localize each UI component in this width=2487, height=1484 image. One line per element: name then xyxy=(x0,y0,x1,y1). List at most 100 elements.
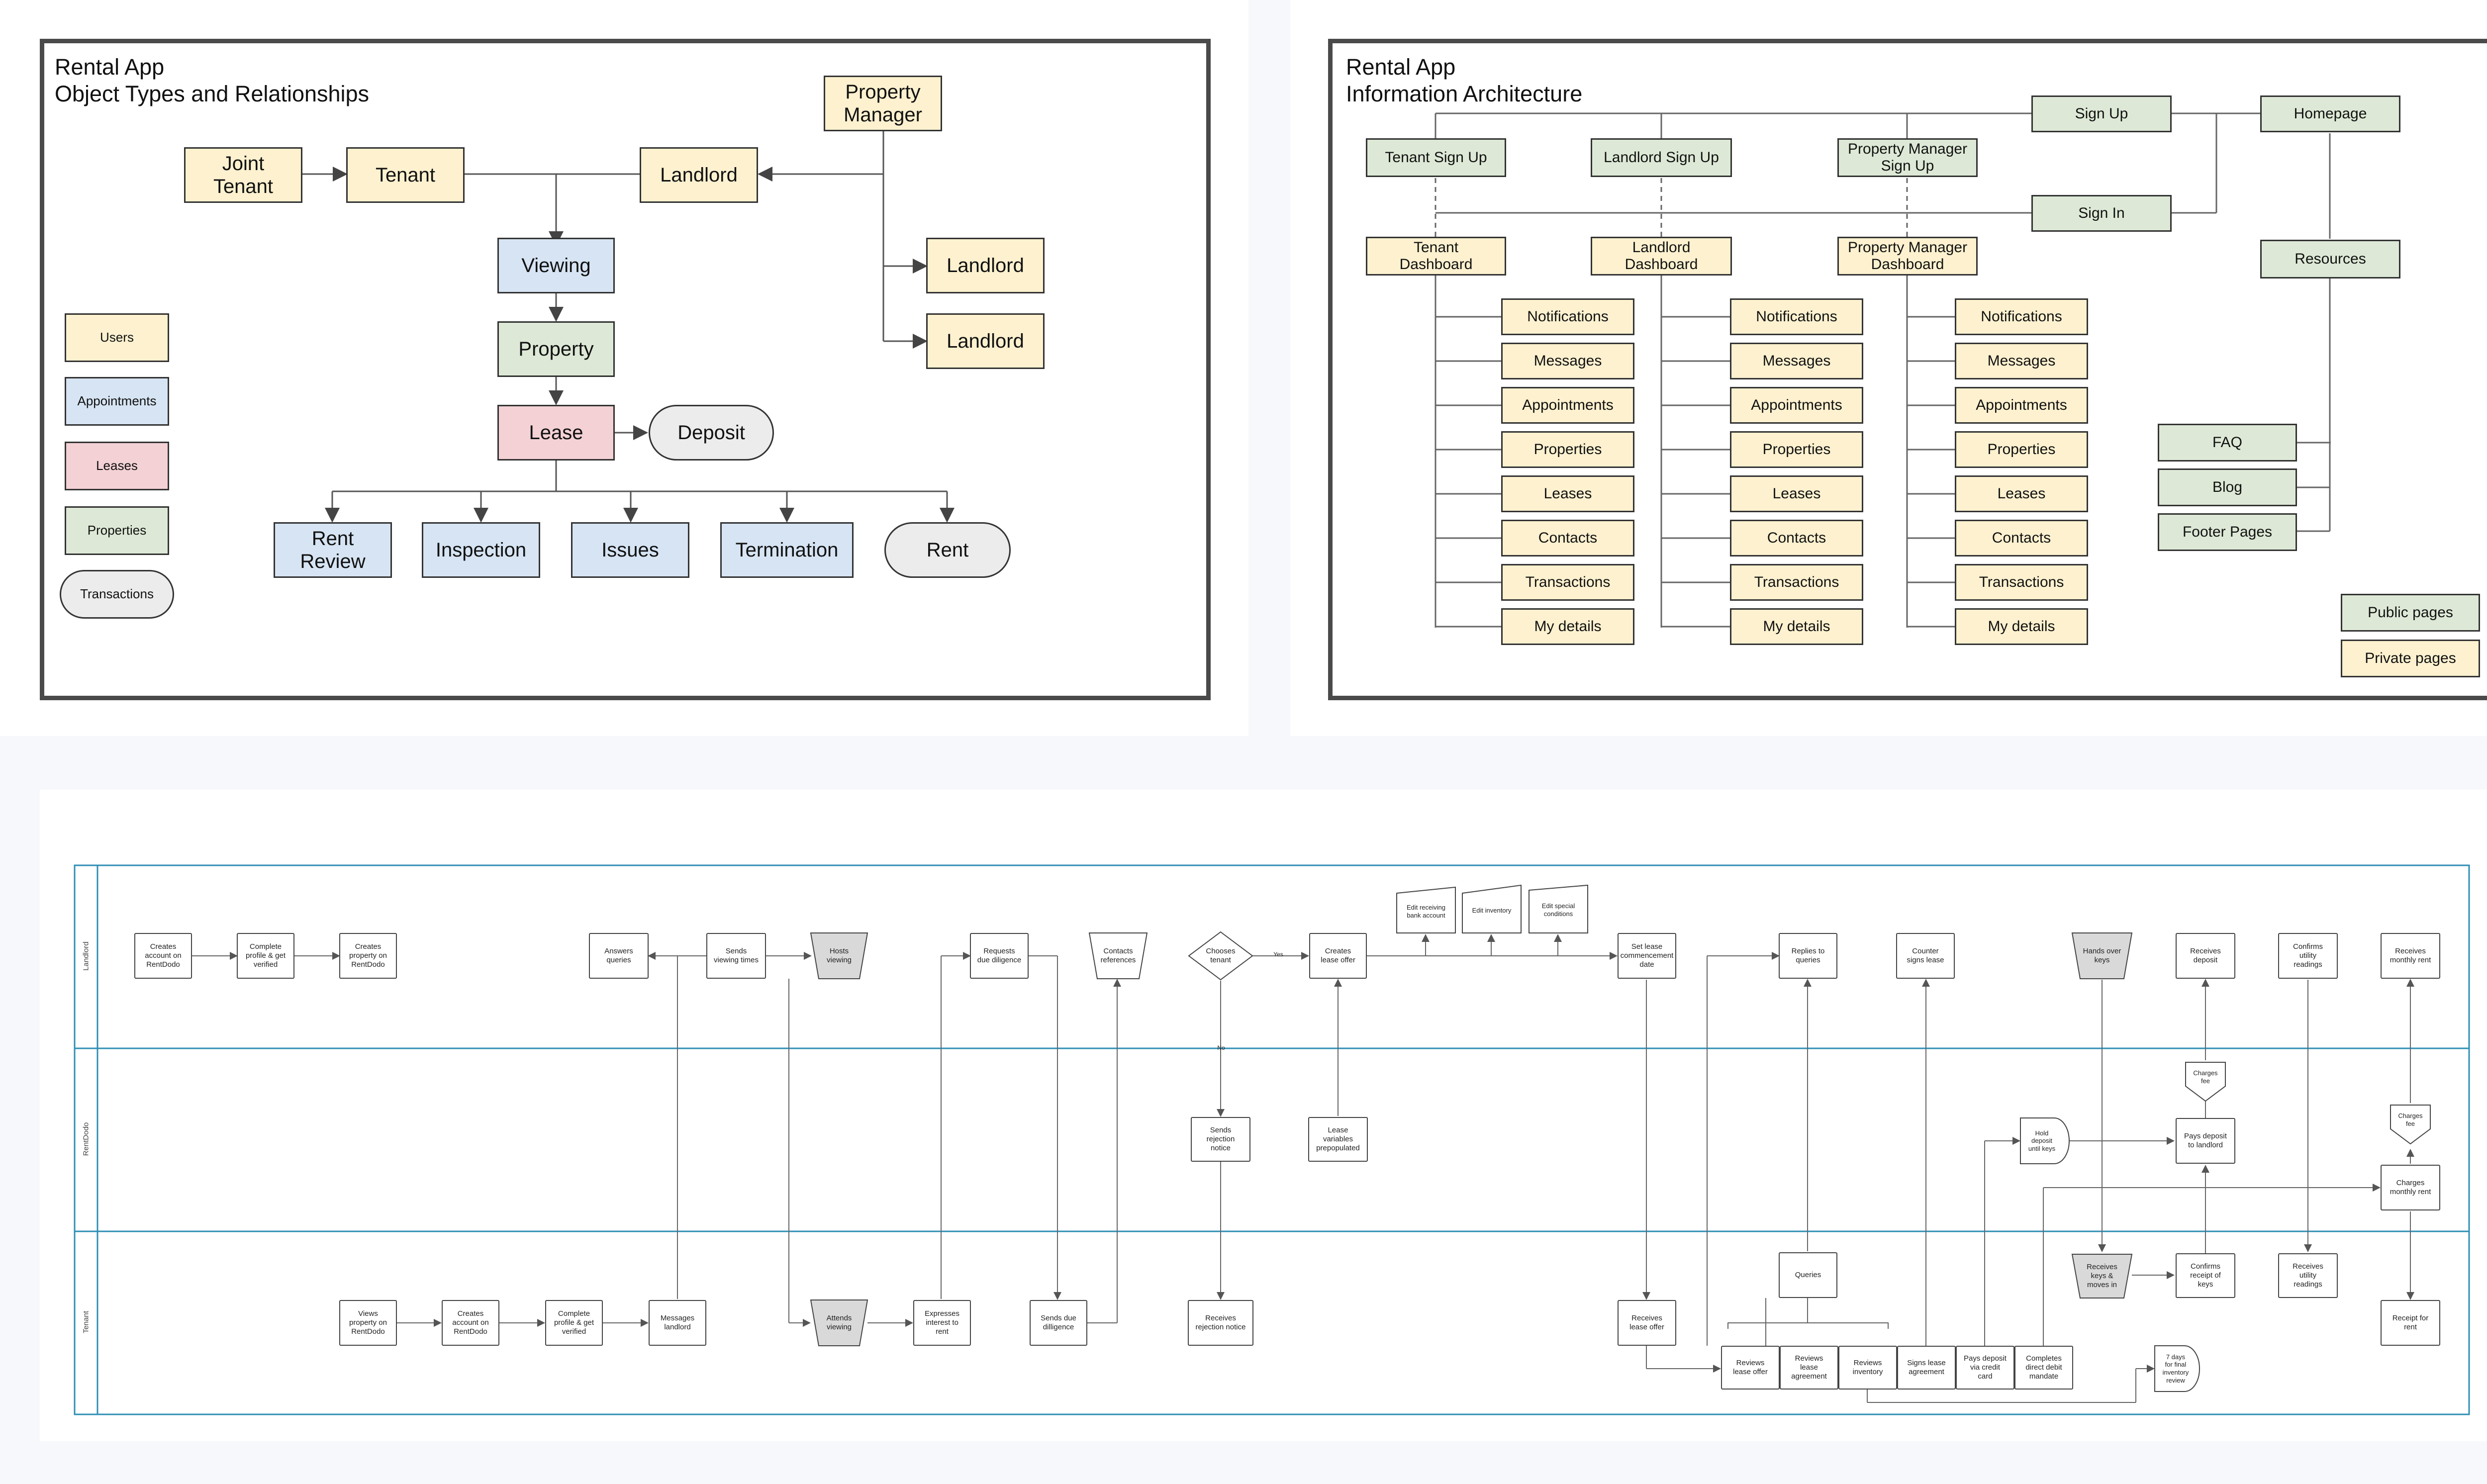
hosts-viewing-shape xyxy=(810,932,868,979)
rent-review-node: Rent Review xyxy=(274,522,392,578)
seven-days-label: 7 days for final inventory review xyxy=(2162,1353,2189,1384)
tenant-views-property: Views property on RentDodo xyxy=(339,1300,397,1346)
hold-deposit-shape xyxy=(2020,1117,2070,1164)
legend-leases: Leases xyxy=(65,442,169,490)
viewing-node: Viewing xyxy=(497,238,615,293)
resources-node[interactable]: Resources xyxy=(2260,240,2400,278)
pm-page-leases[interactable]: Leases xyxy=(1955,475,2088,512)
object-types-connectors xyxy=(288,130,955,523)
inspection-node: Inspection xyxy=(422,522,540,578)
pm-page-appointments[interactable]: Appointments xyxy=(1955,387,2088,424)
queries-box: Queries xyxy=(1779,1252,1837,1298)
ia-connectors xyxy=(1435,112,2331,628)
pm-page-notifications[interactable]: Notifications xyxy=(1955,298,2088,335)
edit-conditions-label: Edit special conditions xyxy=(1541,902,1575,918)
tenant-page-transactions[interactable]: Transactions xyxy=(1501,564,1634,601)
yes-label: Yes xyxy=(1273,950,1283,958)
sign-in-node[interactable]: Sign In xyxy=(2031,195,2172,232)
receives-deposit: Receives deposit xyxy=(2176,933,2235,979)
contacts-references-shape xyxy=(1088,932,1148,979)
legend-public-pages: Public pages xyxy=(2341,594,2480,632)
landlord-page-leases[interactable]: Leases xyxy=(1730,475,1863,512)
blog-node[interactable]: Blog xyxy=(2158,468,2297,506)
tenant-node: Tenant xyxy=(346,147,465,203)
footer-pages-node[interactable]: Footer Pages xyxy=(2158,513,2297,551)
pm-page-contacts[interactable]: Contacts xyxy=(1955,520,2088,556)
attends-viewing-label: Attends viewing xyxy=(826,1314,852,1331)
hosts-viewing-label: Hosts viewing xyxy=(826,947,852,964)
edit-inventory-label: Edit inventory xyxy=(1472,907,1512,915)
set-lease-date: Set lease commencement date xyxy=(1618,933,1676,979)
confirms-utility-readings: Confirms utility readings xyxy=(2278,933,2338,979)
chooses-tenant-diamond xyxy=(1188,931,1253,981)
receives-rejection-notice: Receives rejection notice xyxy=(1188,1300,1253,1346)
landlord-page-appointments[interactable]: Appointments xyxy=(1730,387,1863,424)
hands-over-keys-shape xyxy=(2071,932,2133,979)
landlord-sign-up-node[interactable]: Landlord Sign Up xyxy=(1591,138,1732,177)
sign-up-node[interactable]: Sign Up xyxy=(2031,95,2172,132)
tenant-page-leases[interactable]: Leases xyxy=(1501,475,1634,512)
reviews-inventory: Reviews inventory xyxy=(1838,1346,1897,1390)
landlord-page-contacts[interactable]: Contacts xyxy=(1730,520,1863,556)
rent-node: Rent xyxy=(884,522,1011,578)
deposit-node: Deposit xyxy=(649,405,774,461)
charges-monthly-rent: Charges monthly rent xyxy=(2381,1165,2440,1210)
landlord-page-my-details[interactable]: My details xyxy=(1730,608,1863,645)
joint-tenant-node: Joint Tenant xyxy=(184,147,302,203)
hands-over-keys-label: Hands over keys xyxy=(2083,947,2121,964)
edit-bank-label: Edit receiving bank account xyxy=(1406,904,1446,919)
tenant-page-properties[interactable]: Properties xyxy=(1501,431,1634,468)
pm-page-properties[interactable]: Properties xyxy=(1955,431,2088,468)
landlord-creates-property: Creates property on RentDodo xyxy=(339,933,397,979)
pm-sign-up-node[interactable]: Property Manager Sign Up xyxy=(1837,138,1978,177)
receives-keys-label: Receives keys & moves in xyxy=(2087,1263,2117,1289)
landlord-page-notifications[interactable]: Notifications xyxy=(1730,298,1863,335)
pm-page-transactions[interactable]: Transactions xyxy=(1955,564,2088,601)
charges-fee-shape-1 xyxy=(2185,1062,2226,1102)
homepage-node[interactable]: Homepage xyxy=(2260,95,2400,132)
landlord-page-transactions[interactable]: Transactions xyxy=(1730,564,1863,601)
counter-signs-lease: Counter signs lease xyxy=(1896,933,1955,979)
landlord-page-properties[interactable]: Properties xyxy=(1730,431,1863,468)
sends-viewing-times: Sends viewing times xyxy=(706,933,766,979)
hold-deposit-label: Hold deposit until keys xyxy=(2028,1129,2056,1152)
landlord-complete-profile: Complete profile & get verified xyxy=(237,933,294,979)
legend-transactions: Transactions xyxy=(60,570,174,619)
replies-to-queries: Replies to queries xyxy=(1779,933,1837,979)
faq-node[interactable]: FAQ xyxy=(2158,424,2297,462)
tenant-complete-profile: Complete profile & get verified xyxy=(545,1300,603,1346)
answers-queries: Answers queries xyxy=(589,933,649,979)
reviews-lease-offer: Reviews lease offer xyxy=(1721,1346,1780,1390)
sends-rejection-notice: Sends rejection notice xyxy=(1191,1117,1250,1162)
landlord-page-messages[interactable]: Messages xyxy=(1730,343,1863,379)
pm-dashboard-node[interactable]: Property Manager Dashboard xyxy=(1837,237,1978,276)
tenant-page-my-details[interactable]: My details xyxy=(1501,608,1634,645)
ia-title: Rental App Information Architecture xyxy=(1346,54,1583,106)
messages-landlord: Messages landlord xyxy=(649,1300,706,1346)
property-manager-node: Property Manager xyxy=(824,76,942,131)
tenant-dashboard-node[interactable]: Tenant Dashboard xyxy=(1366,237,1506,276)
tenant-page-notifications[interactable]: Notifications xyxy=(1501,298,1634,335)
tenant-page-appointments[interactable]: Appointments xyxy=(1501,387,1634,424)
requests-due-diligence: Requests due diligence xyxy=(970,933,1029,979)
pm-page-messages[interactable]: Messages xyxy=(1955,343,2088,379)
receives-monthly-rent: Receives monthly rent xyxy=(2381,933,2440,979)
seven-days-shape xyxy=(2154,1345,2200,1392)
property-node: Property xyxy=(497,321,615,377)
creates-lease-offer: Creates lease offer xyxy=(1309,933,1367,979)
receives-utility-readings: Receives utility readings xyxy=(2278,1253,2338,1298)
issues-node: Issues xyxy=(571,522,689,578)
tenant-sign-up-node[interactable]: Tenant Sign Up xyxy=(1366,138,1506,177)
landlord-dashboard-node[interactable]: Landlord Dashboard xyxy=(1591,237,1732,276)
reviews-lease-agreement: Reviews lease agreement xyxy=(1780,1346,1838,1390)
legend-properties: Properties xyxy=(65,506,169,555)
tenant-page-messages[interactable]: Messages xyxy=(1501,343,1634,379)
attends-viewing-shape xyxy=(810,1299,868,1346)
tenant-page-contacts[interactable]: Contacts xyxy=(1501,520,1634,556)
receipt-for-rent: Receipt for rent xyxy=(2381,1300,2440,1346)
contacts-references-label: Contacts references xyxy=(1100,947,1136,964)
chooses-tenant-label: Chooses tenant xyxy=(1206,947,1236,964)
confirms-receipt-keys: Confirms receipt of keys xyxy=(2176,1253,2235,1298)
edit-conditions-shape xyxy=(1529,884,1588,933)
pm-page-my-details[interactable]: My details xyxy=(1955,608,2088,645)
